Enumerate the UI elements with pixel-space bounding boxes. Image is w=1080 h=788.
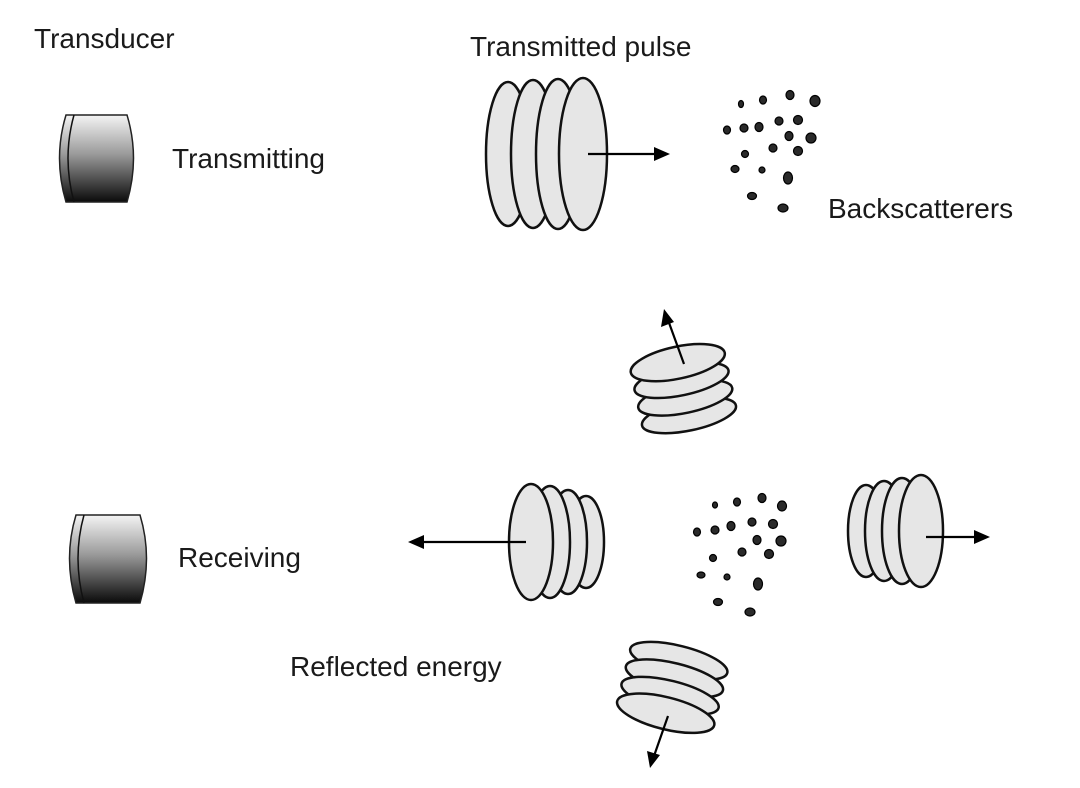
reflect-up-arrow-icon <box>661 309 686 365</box>
transmitting-label: Transmitting <box>172 143 325 174</box>
reflect-right-arrow-icon <box>926 530 990 544</box>
transducer-label: Transducer <box>34 23 175 54</box>
reflect-left-arrow-icon <box>408 535 526 549</box>
reflected-pulse-down-icon <box>615 640 729 735</box>
transmit-arrow-icon <box>588 147 670 161</box>
reflect-down-arrow-icon <box>647 715 670 768</box>
reflected-pulse-up-icon <box>629 342 738 435</box>
backscatterers-middle-icon <box>692 492 788 617</box>
transmitting-transducer-icon <box>58 114 135 203</box>
receiving-label: Receiving <box>178 542 301 573</box>
reflected-pulse-right-icon <box>846 473 945 589</box>
transmitted-pulse-label: Transmitted pulse <box>470 31 692 62</box>
receiving-transducer-icon <box>68 514 148 604</box>
backscatterers-label: Backscatterers <box>828 193 1013 224</box>
reflected-energy-label: Reflected energy <box>290 651 502 682</box>
reflected-pulse-left-icon <box>507 482 606 602</box>
backscatterers-top-icon <box>722 89 821 213</box>
